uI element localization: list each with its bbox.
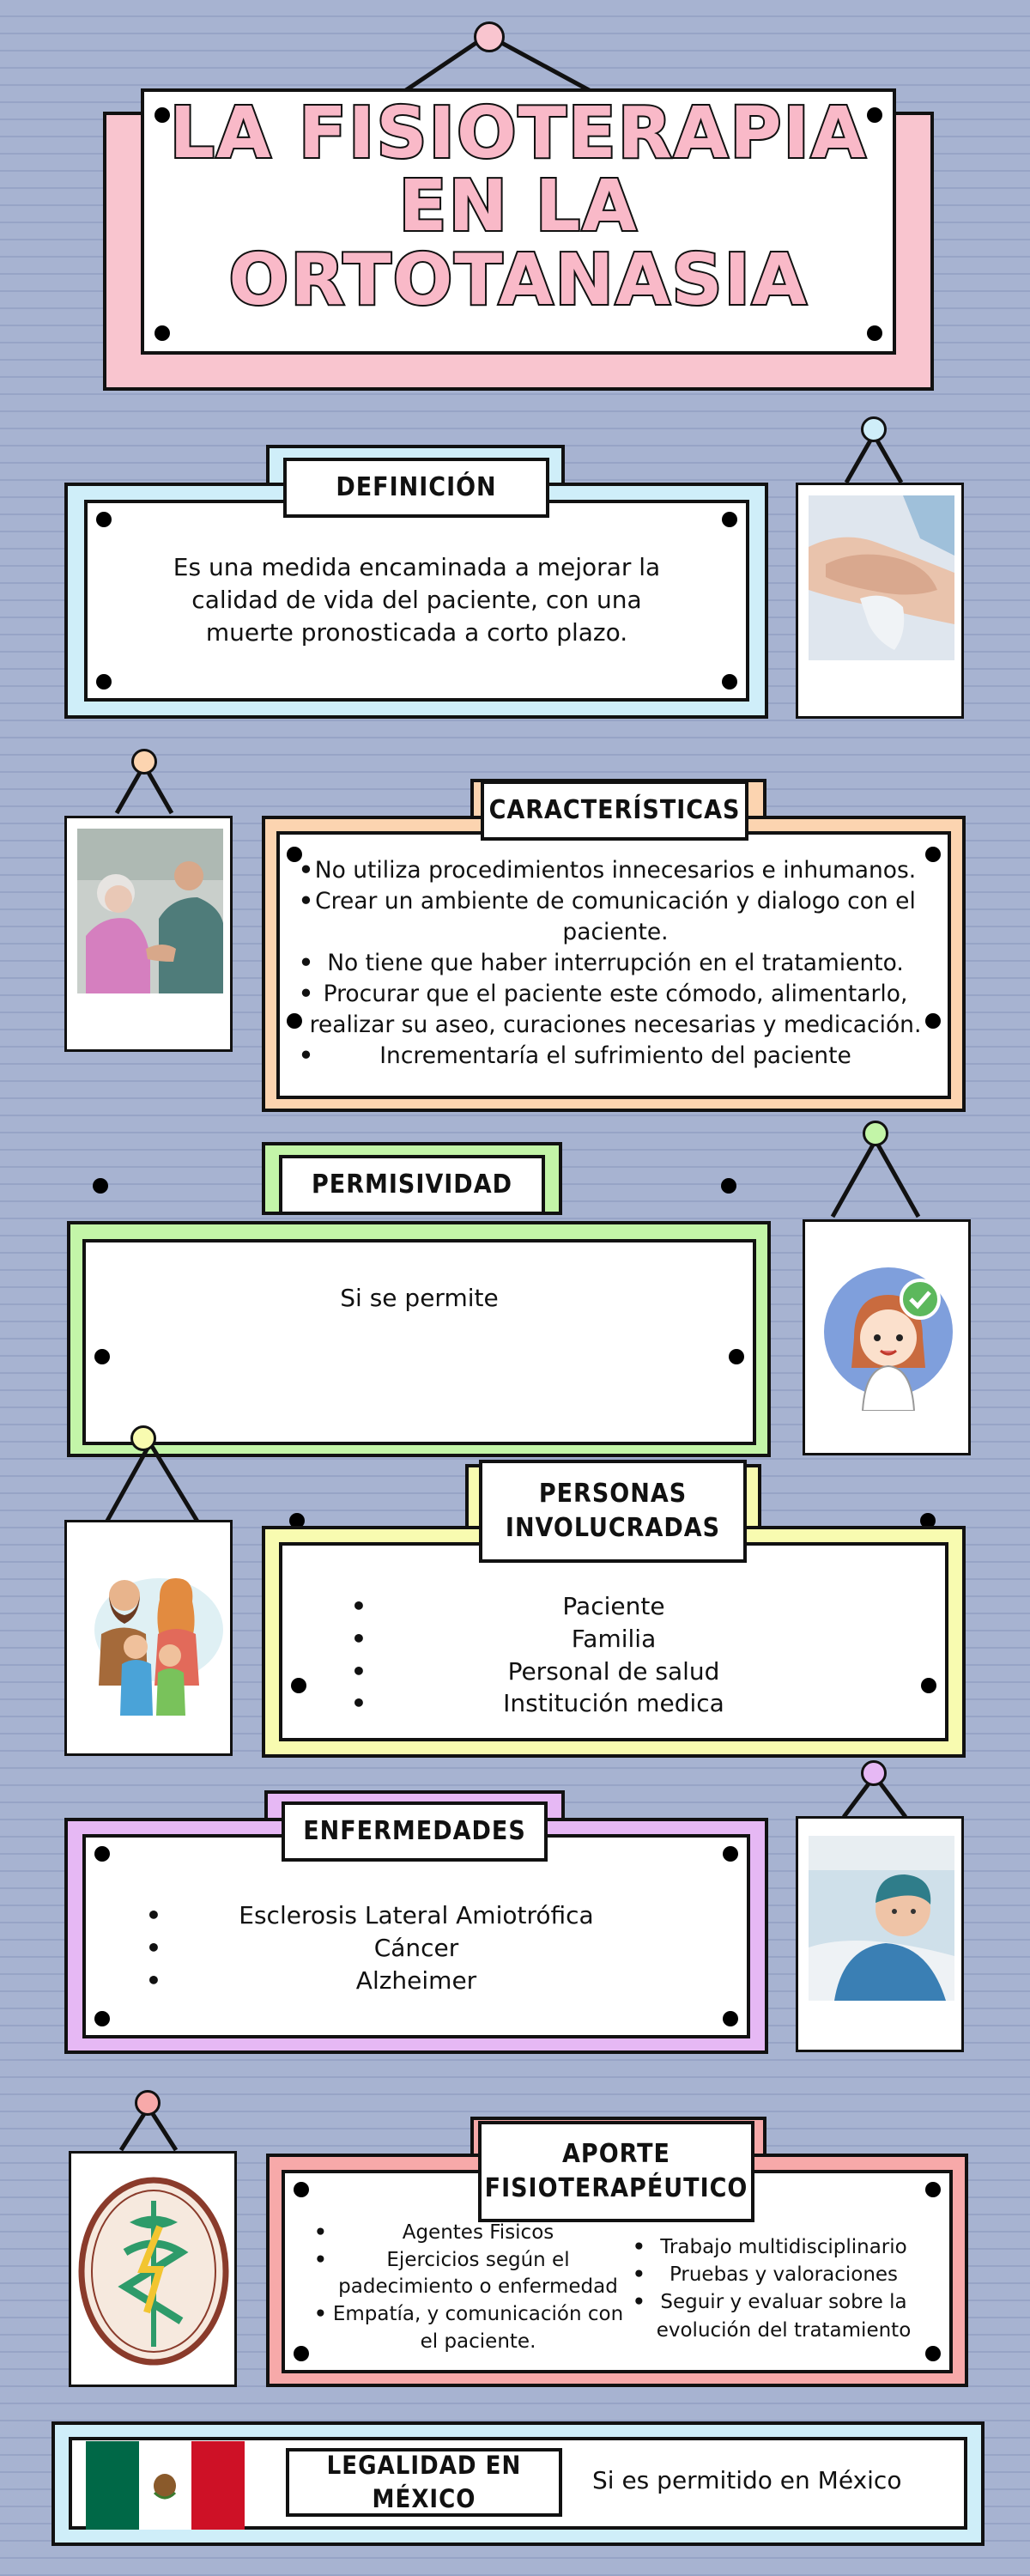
caracteristicas-image-frame	[64, 816, 233, 1052]
permisividad-hanger	[830, 1139, 921, 1218]
personas-inner-box: Paciente Familia Personal de salud Insti…	[279, 1542, 948, 1741]
personas-deco-dot-right	[920, 1513, 936, 1528]
title-inner-box: LA FISIOTERAPIA EN LA ORTOTANASIA	[141, 88, 896, 355]
list-item: Agentes Fisicos	[314, 2220, 632, 2247]
list-item: Institución medica	[351, 1687, 876, 1720]
enfermedades-list: Esclerosis Lateral Amiotrófica Cáncer Al…	[146, 1899, 687, 1996]
caracteristicas-list: No utiliza procedimientos innecesarios e…	[299, 855, 932, 1072]
aporte-label-line2: FISIOTERAPÉUTICO	[484, 2173, 748, 2203]
title-line-1: LA FISIOTERAPIA	[168, 93, 868, 174]
aporte-left-list: Agentes Fisicos Ejercicios según el pade…	[314, 2220, 632, 2356]
permisividad-image-frame	[803, 1219, 971, 1455]
enfermedades-inner-box: Esclerosis Lateral Amiotrófica Cáncer Al…	[82, 1834, 750, 2038]
list-item: Procurar que el paciente este cómodo, al…	[299, 979, 932, 1041]
title-pin	[474, 21, 505, 52]
aporte-label-line1: APORTE	[562, 2138, 670, 2169]
aporte-label: APORTE FISIOTERAPÉUTICO	[478, 2121, 754, 2222]
title-line-3: ORTOTANASIA	[227, 239, 809, 321]
permisividad-deco-dot-right	[721, 1178, 736, 1194]
personas-label-line1: PERSONAS	[538, 1478, 688, 1509]
list-item: Seguir y evaluar sobre la evolución del …	[633, 2288, 924, 2343]
personas-label: PERSONAS INVOLUCRADAS	[479, 1460, 747, 1563]
enfermedades-pin	[861, 1760, 887, 1786]
personas-deco-dot-left	[289, 1513, 305, 1528]
list-item: Incrementaría el sufrimiento del pacient…	[299, 1041, 932, 1072]
list-item: Ejercicios según el padecimiento o enfer…	[314, 2247, 632, 2301]
girl-checkmark-image	[815, 1256, 961, 1411]
physiotherapy-emblem-image	[78, 2175, 229, 2368]
family-image	[77, 1548, 223, 1720]
personas-pin	[130, 1425, 156, 1451]
legalidad-label: LEGALIDAD EN MÉXICO	[286, 2448, 562, 2517]
list-item: Pruebas y valoraciones	[633, 2261, 924, 2288]
caracteristicas-pin	[131, 749, 157, 775]
aporte-inner-box: Agentes Fisicos Ejercicios según el pade…	[282, 2170, 953, 2373]
list-item: No tiene que haber interrupción en el tr…	[299, 948, 932, 979]
list-item: Empatía, y comunicación con el paciente.	[314, 2301, 632, 2355]
aporte-right-list: Trabajo multidisciplinario Pruebas y val…	[633, 2233, 924, 2344]
list-item: Alzheimer	[146, 1965, 687, 1997]
definicion-image-frame	[796, 483, 964, 719]
list-item: No utiliza procedimientos innecesarios e…	[299, 855, 932, 886]
enfermedades-label: ENFERMEDADES	[282, 1801, 548, 1862]
list-item: Paciente	[351, 1590, 876, 1623]
patient-bed-image	[809, 1836, 954, 2001]
permisividad-deco-dot-left	[93, 1178, 108, 1194]
aporte-pin	[135, 2090, 161, 2116]
enfermedades-image-frame	[796, 1816, 964, 2052]
list-item: Cáncer	[146, 1932, 687, 1965]
permisividad-pin	[863, 1121, 888, 1146]
caracteristicas-label: CARACTERÍSTICAS	[481, 781, 748, 841]
personas-image-frame	[64, 1520, 233, 1756]
definicion-label: DEFINICIÓN	[283, 458, 549, 518]
permisividad-label: PERMISIVIDAD	[279, 1155, 545, 1215]
list-item: Esclerosis Lateral Amiotrófica	[146, 1899, 687, 1932]
personas-label-line2: INVOLUCRADAS	[505, 1513, 721, 1543]
definicion-pin	[861, 416, 887, 442]
caregiver-elderly-image	[77, 829, 223, 993]
list-item: Crear un ambiente de comunicación y dial…	[299, 886, 932, 948]
personas-hanger	[100, 1442, 204, 1530]
list-item: Familia	[351, 1623, 876, 1656]
list-item: Personal de salud	[351, 1656, 876, 1688]
permisividad-text: Si se permite	[340, 1284, 499, 1312]
aporte-image-frame	[69, 2151, 237, 2387]
page-title: LA FISIOTERAPIA EN LA ORTOTANASIA	[144, 93, 893, 321]
hands-holding-image	[809, 495, 954, 660]
personas-list: Paciente Familia Personal de salud Insti…	[351, 1590, 876, 1720]
title-line-2: EN LA	[397, 166, 639, 248]
permisividad-inner-box: Si se permite	[82, 1239, 756, 1445]
definicion-inner-box: Es una medida encaminada a mejorar la ca…	[84, 500, 749, 702]
definicion-hanger	[844, 433, 904, 484]
caracteristicas-inner-box: No utiliza procedimientos innecesarios e…	[276, 831, 951, 1099]
title-hanger	[402, 33, 594, 94]
definicion-text: Es una medida encaminada a mejorar la ca…	[173, 553, 661, 647]
list-item: Trabajo multidisciplinario	[633, 2233, 924, 2261]
legalidad-text: Si es permitido en México	[592, 2466, 902, 2494]
mexico-flag-image	[86, 2441, 245, 2530]
